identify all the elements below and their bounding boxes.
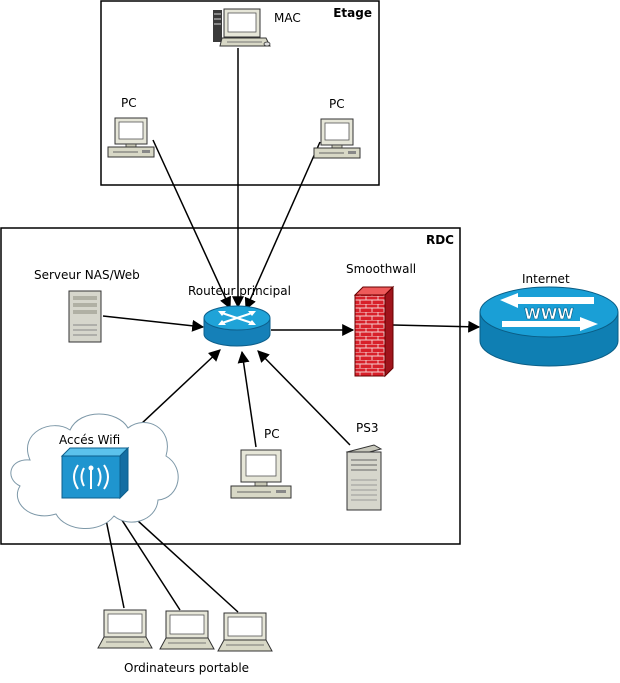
edge-pc-ground-router <box>237 350 257 448</box>
edge-pc-right-up-router <box>244 141 321 311</box>
laptops-label: Ordinateurs portable <box>124 661 249 675</box>
edge-pc-left-up-router <box>152 139 231 310</box>
mac-label: MAC <box>274 11 301 25</box>
laptop-1-icon <box>97 609 153 649</box>
pc-right-up-label: PC <box>329 97 345 111</box>
firewall-icon <box>353 285 395 378</box>
laptop-2-icon <box>159 610 215 650</box>
mac-computer-icon <box>213 8 271 47</box>
edge-ps3-router <box>257 350 351 446</box>
ps3-tower-icon <box>345 444 383 511</box>
edge-nas-router <box>102 315 205 332</box>
router-label: Routeur principal <box>188 284 291 298</box>
www-label: WWW <box>524 305 574 323</box>
edge-firewall-internet <box>392 320 481 333</box>
pc-ground-label: PC <box>264 427 280 441</box>
nas-label: Serveur NAS/Web <box>34 268 140 282</box>
wifi-access-point-icon <box>60 446 130 500</box>
ps3-label: PS3 <box>356 421 379 435</box>
connections <box>98 48 481 613</box>
internet-icon: WWW <box>479 286 619 367</box>
upstairs-zone <box>100 0 380 186</box>
wifi-label: Accés Wifi <box>59 433 120 447</box>
ground-zone <box>0 227 461 545</box>
pc-left-up-label: PC <box>121 96 137 110</box>
laptop-3-icon <box>217 612 273 652</box>
router-icon <box>203 305 271 347</box>
firewall-label: Smoothwall <box>346 262 416 276</box>
upstairs-zone-label: Etage <box>333 6 372 20</box>
internet-label: Internet <box>522 272 570 286</box>
pc-right-up-icon <box>313 118 361 159</box>
nas-server-icon <box>68 290 102 343</box>
ground-zone-label: RDC <box>426 233 454 247</box>
pc-left-up-icon <box>107 117 155 158</box>
pc-ground-icon <box>230 449 292 499</box>
